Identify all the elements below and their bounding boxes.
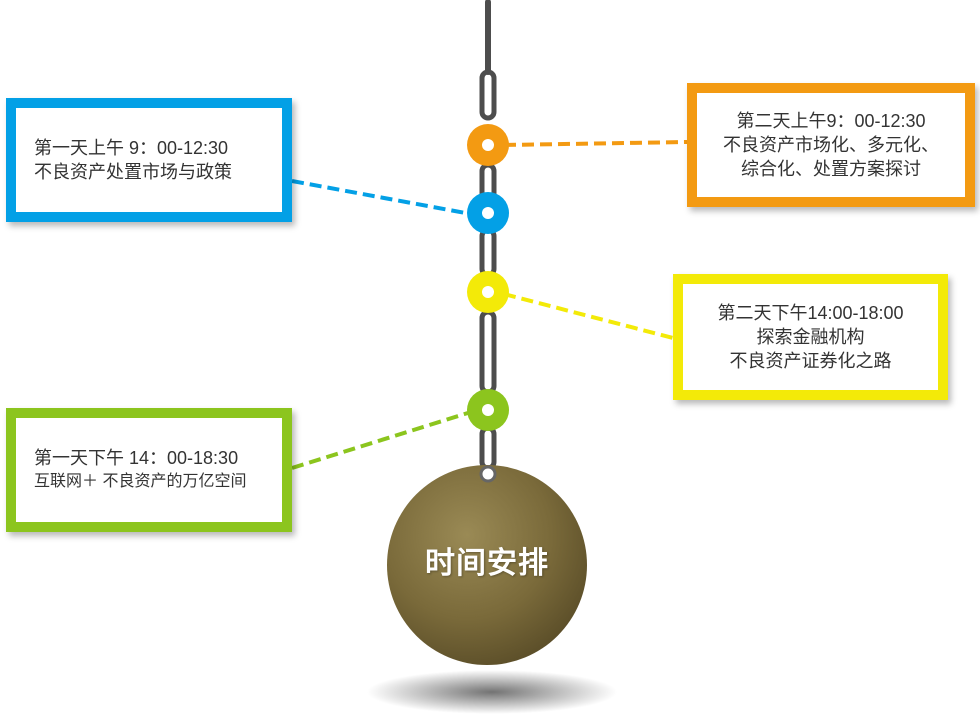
connector-day2-morning bbox=[503, 140, 688, 147]
connector-day2-afternoon bbox=[503, 292, 674, 340]
ring-day1-afternoon bbox=[467, 389, 509, 431]
schedule-box-day2-morning: 第二天上午9：00-12:30 不良资产市场化、多元化、 综合化、处置方案探讨 bbox=[687, 83, 975, 207]
schedule-time: 第一天下午 14：00-18:30 bbox=[34, 448, 239, 468]
schedule-topic: 互联网＋ 不良资产的万亿空间 bbox=[34, 473, 247, 490]
schedule-time: 第二天上午9：00-12:30 bbox=[736, 111, 926, 131]
schedule-topic-cont: 不良资产证券化之路 bbox=[729, 351, 892, 371]
connector-day1-afternoon bbox=[291, 410, 472, 470]
schedule-topic: 不良资产处置市场与政策 bbox=[34, 162, 232, 182]
schedule-time: 第二天下午14:00-18:00 bbox=[717, 303, 904, 323]
chain-link bbox=[479, 425, 497, 471]
connector-day1-morning bbox=[291, 179, 472, 216]
schedule-topic: 探索金融机构 bbox=[756, 327, 865, 347]
weight-ball bbox=[387, 465, 587, 665]
schedule-time: 第一天上午 9：00-12:30 bbox=[34, 138, 229, 158]
chain-link bbox=[479, 309, 497, 395]
schedule-topic: 不良资产市场化、多元化、 bbox=[723, 135, 939, 155]
schedule-box-day2-afternoon: 第二天下午14:00-18:00 探索金融机构 不良资产证券化之路 bbox=[673, 274, 948, 400]
chain-link bbox=[479, 227, 497, 278]
chain-link bbox=[479, 69, 497, 121]
ring-day1-morning bbox=[467, 192, 509, 234]
schedule-topic-cont: 综合化、处置方案探讨 bbox=[741, 159, 921, 179]
weight-hook bbox=[479, 465, 497, 483]
ring-day2-morning bbox=[467, 124, 509, 166]
weight-shadow bbox=[367, 670, 617, 714]
schedule-box-day1-morning: 第一天上午 9：00-12:30 不良资产处置市场与政策 bbox=[6, 98, 292, 222]
ring-day2-afternoon bbox=[467, 271, 509, 313]
center-label: 时间安排 bbox=[425, 547, 549, 580]
schedule-box-day1-afternoon: 第一天下午 14：00-18:30 互联网＋ 不良资产的万亿空间 bbox=[6, 408, 292, 532]
